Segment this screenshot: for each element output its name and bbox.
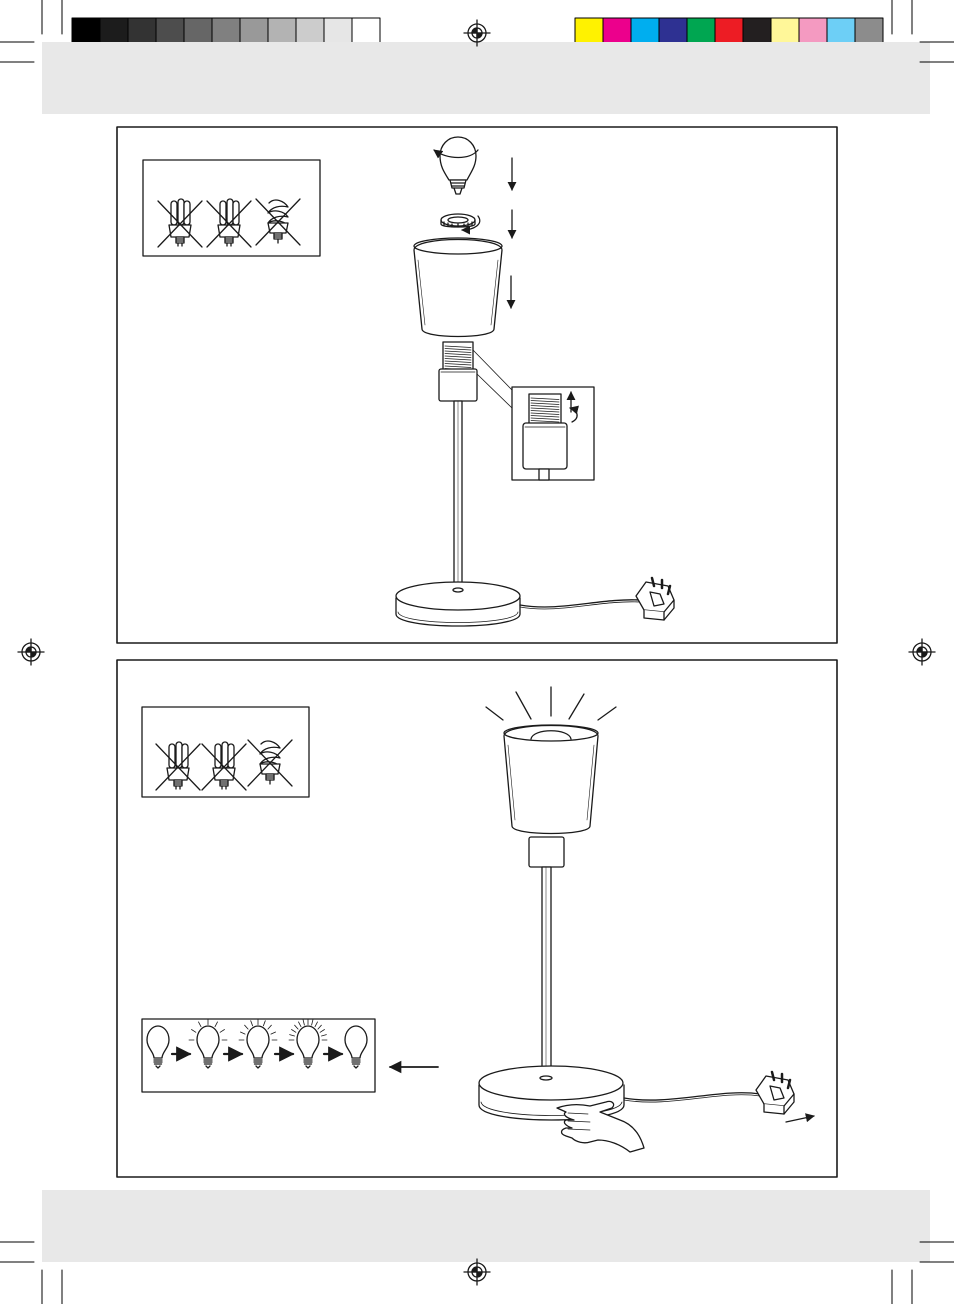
registration-mark-icon (909, 639, 935, 665)
grey-swatch (156, 18, 184, 46)
light-ray (318, 1025, 322, 1029)
brightness-levels-inset (142, 1019, 375, 1092)
light-ray (315, 1022, 318, 1027)
grey-swatch (212, 18, 240, 46)
energy-saving-bulb-icon (207, 199, 251, 247)
light-ray (251, 1021, 253, 1026)
light-ray (220, 1030, 224, 1033)
socket-sleeve (529, 837, 564, 867)
grey-swatch (72, 18, 100, 46)
grey-swatch (324, 18, 352, 46)
light-ray (215, 1022, 218, 1027)
energy-saving-bulb-icon (256, 199, 300, 245)
bulb-type-inset (143, 160, 320, 256)
color-swatch (771, 18, 799, 46)
light-bulb-icon (345, 1026, 367, 1068)
grey-swatch (240, 18, 268, 46)
grey-swatch (296, 18, 324, 46)
panel-frame (117, 660, 837, 1177)
color-swatch (799, 18, 827, 46)
glass-shade (414, 238, 502, 337)
color-swatch (659, 18, 687, 46)
grey-swatch (268, 18, 296, 46)
bulb-being-screwed (434, 137, 478, 194)
light-bulb-icon (239, 1019, 277, 1068)
light-ray (245, 1025, 249, 1029)
grey-swatch (184, 18, 212, 46)
energy-saving-bulb-icon (202, 742, 246, 790)
color-swatch (827, 18, 855, 46)
color-swatch (603, 18, 631, 46)
registration-mark-icon (18, 639, 44, 665)
color-swatch (855, 18, 883, 46)
lamp-stem (542, 867, 551, 1078)
light-ray (312, 1020, 313, 1025)
light-bulb-icon (147, 1026, 169, 1068)
light-ray (268, 1025, 272, 1029)
bottom-grey-band (42, 1190, 930, 1262)
color-swatch (575, 18, 603, 46)
energy-saving-bulb-icon (248, 740, 292, 786)
color-swatch (715, 18, 743, 46)
socket-sleeve (439, 369, 477, 401)
light-ray (263, 1021, 265, 1026)
color-swatch (631, 18, 659, 46)
registration-mark-icon (464, 1259, 490, 1285)
light-ray (303, 1020, 304, 1025)
color-calibration-bar (575, 18, 883, 46)
light-bulb-icon (289, 1019, 327, 1068)
grey-swatch (100, 18, 128, 46)
light-ray (192, 1030, 196, 1033)
light-rays (486, 687, 616, 720)
color-swatch (687, 18, 715, 46)
light-ray (295, 1025, 299, 1029)
color-swatch (743, 18, 771, 46)
light-ray (320, 1030, 324, 1033)
lamp-body (396, 342, 520, 626)
top-grey-band (42, 42, 930, 114)
bulb-type-inset (142, 707, 309, 797)
light-bulb-icon (189, 1019, 227, 1068)
light-ray (299, 1022, 302, 1027)
energy-saving-bulb-icon (158, 199, 202, 247)
arrow-icon (786, 1116, 814, 1122)
light-ray (240, 1032, 245, 1034)
light-ray (199, 1022, 202, 1027)
grey-calibration-bar (72, 18, 380, 46)
panel-assembly (117, 127, 837, 643)
plug-icon (756, 1072, 794, 1114)
grey-swatch (352, 18, 380, 46)
light-ray (292, 1030, 296, 1033)
bulb-globe (440, 137, 476, 180)
glass-shade (504, 726, 598, 834)
light-ray (271, 1032, 276, 1034)
light-ray (290, 1035, 295, 1036)
retaining-ring (441, 214, 480, 230)
light-ray (322, 1035, 327, 1036)
plug-icon (636, 578, 674, 620)
energy-saving-bulb-icon (156, 742, 200, 790)
lit-lamp (479, 725, 624, 1120)
cable (520, 600, 640, 607)
hand-icon (557, 1101, 644, 1152)
socket-detail-inset (512, 387, 594, 480)
panel-operation (117, 660, 837, 1177)
grey-swatch (128, 18, 156, 46)
